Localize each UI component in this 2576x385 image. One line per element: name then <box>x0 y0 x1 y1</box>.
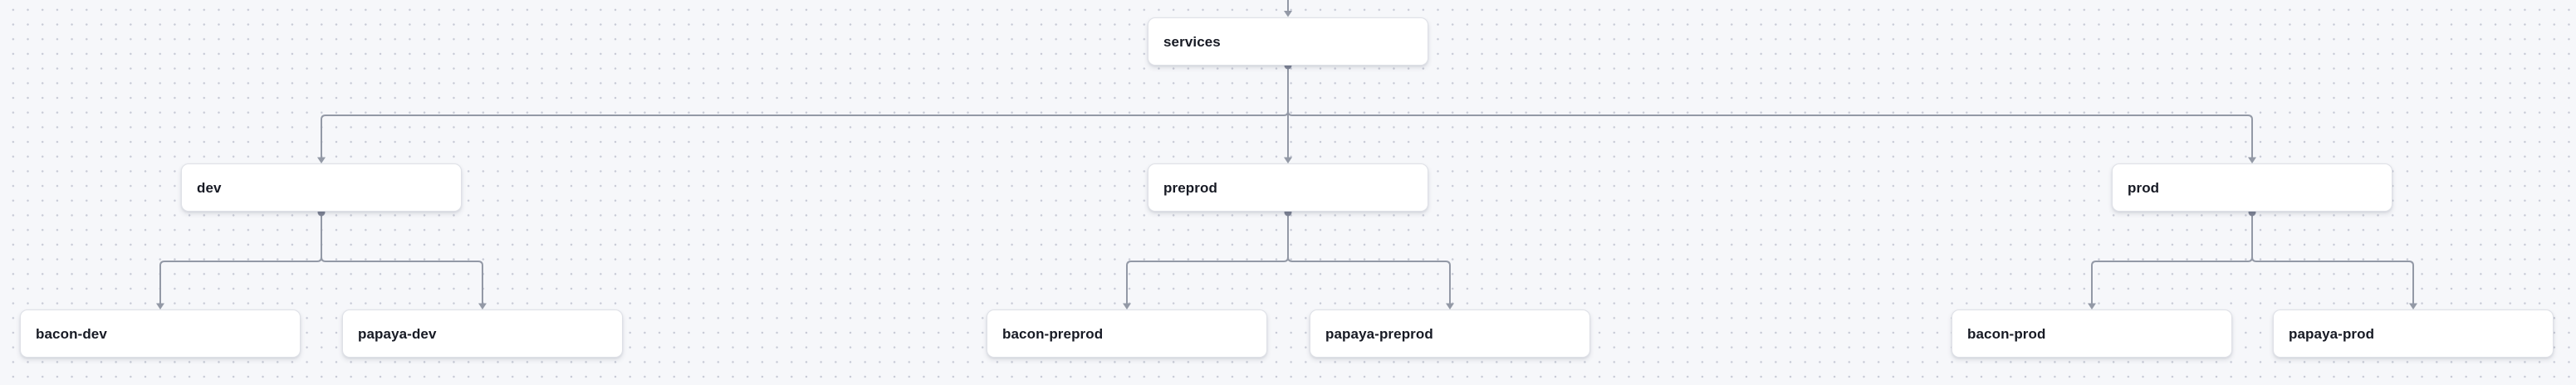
arrowhead-papaya-preprod <box>1446 303 1454 309</box>
node-label: bacon-preprod <box>1002 325 1104 342</box>
node-label: prod <box>2128 179 2160 196</box>
flow-node-services[interactable]: services <box>1148 17 1428 66</box>
node-label: bacon-dev <box>36 325 107 342</box>
arrowhead-dev <box>317 157 326 163</box>
arrowhead-prod <box>2248 157 2256 163</box>
edge-preprod-to-papaya-preprod <box>1287 212 1451 304</box>
edge-dev-to-bacon-dev <box>159 212 322 304</box>
flow-node-prod[interactable]: prod <box>2112 163 2392 212</box>
arrowhead-services <box>1284 11 1292 17</box>
flow-node-papaya-preprod[interactable]: papaya-preprod <box>1310 309 1590 358</box>
flow-node-dev[interactable]: dev <box>181 163 462 212</box>
edge-dev-to-papaya-dev <box>321 212 483 304</box>
node-label: services <box>1163 33 1221 50</box>
flow-node-preprod[interactable]: preprod <box>1148 163 1428 212</box>
arrowhead-papaya-prod <box>2409 303 2417 309</box>
node-label: papaya-prod <box>2289 325 2375 342</box>
node-label: dev <box>197 179 222 196</box>
node-label: bacon-prod <box>1967 325 2046 342</box>
arrowhead-papaya-dev <box>478 303 487 309</box>
arrowhead-bacon-prod <box>2088 303 2096 309</box>
edge-services-to-dev <box>321 66 1289 158</box>
flow-node-bacon-preprod[interactable]: bacon-preprod <box>987 309 1267 358</box>
node-label: papaya-dev <box>358 325 437 342</box>
flow-node-papaya-prod[interactable]: papaya-prod <box>2273 309 2554 358</box>
flow-node-papaya-dev[interactable]: papaya-dev <box>342 309 623 358</box>
edge-services-to-prod <box>1287 66 2253 158</box>
edge-prod-to-papaya-prod <box>2251 212 2414 304</box>
arrowhead-bacon-preprod <box>1123 303 1131 309</box>
edge-preprod-to-bacon-preprod <box>1126 212 1289 304</box>
node-label: papaya-preprod <box>1325 325 1433 342</box>
flow-node-bacon-prod[interactable]: bacon-prod <box>1952 309 2232 358</box>
node-label: preprod <box>1163 179 1217 196</box>
arrowhead-bacon-dev <box>156 303 164 309</box>
flow-node-bacon-dev[interactable]: bacon-dev <box>20 309 301 358</box>
edge-prod-to-bacon-prod <box>2091 212 2253 304</box>
arrowhead-preprod <box>1284 157 1292 163</box>
